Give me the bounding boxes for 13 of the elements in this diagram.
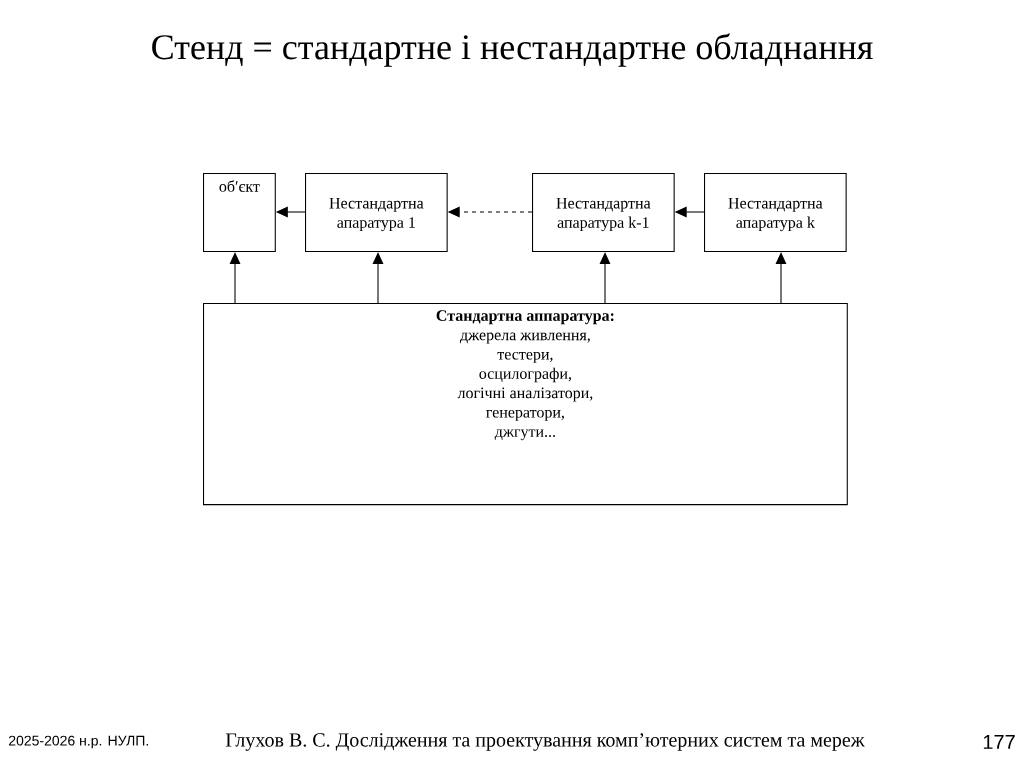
equipment-box: Нестандартна апаратура k xyxy=(704,173,847,253)
arrow xyxy=(372,252,384,304)
object-box: об′єкт xyxy=(203,173,276,253)
footer-text: Глухов В. С. Дослідження та проектування комп’ютерних систем та мереж xyxy=(225,733,865,751)
page-number: 177 xyxy=(983,735,1015,749)
equipment-box: Нестандартна апаратура 1 xyxy=(305,173,448,253)
arrow xyxy=(599,252,611,304)
footer-text: 2025-2026 н.р. НУЛП. xyxy=(9,735,148,749)
equipment-box: Нестандартна апаратура k-1 xyxy=(532,173,675,253)
arrow xyxy=(775,252,787,304)
slide-title: Стенд = стандартне і нестандартне обладнання xyxy=(152,33,873,67)
arrow xyxy=(229,252,241,304)
standard-equipment-box: Стандартна аппаратура: джерела живлення, тестери, осцилографи, логічні аналізатори, генератори, джгути... xyxy=(203,303,848,506)
